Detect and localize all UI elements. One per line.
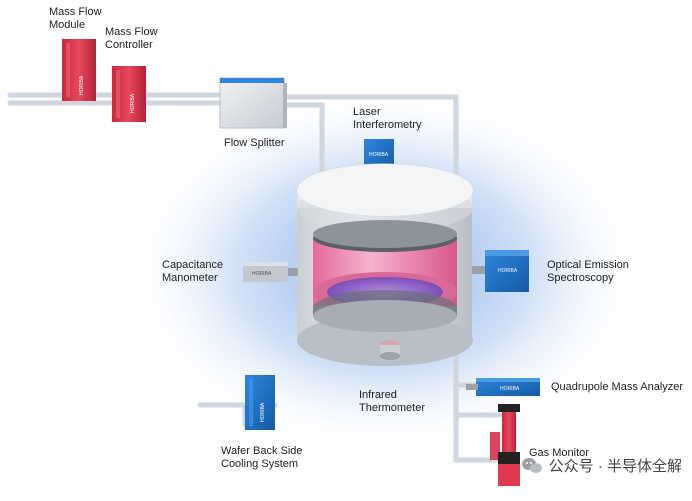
- process-chamber: [296, 163, 474, 366]
- laser-brand: HORIBA: [369, 152, 389, 158]
- flow-splitter-device: [219, 77, 287, 129]
- mass-flow-module-brand: HORIBA: [79, 75, 85, 95]
- label-flow-splitter-text: Flow Splitter: [224, 137, 285, 149]
- label-wafer-back-side: Wafer Back Side Cooling System: [221, 445, 303, 471]
- wechat-icon: [521, 457, 542, 473]
- manometer-brand: HORIBA: [252, 271, 272, 277]
- label-mass-flow-controller-line1: Mass Flow: [105, 26, 158, 38]
- capacitance-manometer-device: HORIBA: [243, 262, 298, 282]
- label-mass-flow-module-line1: Mass Flow: [49, 6, 102, 18]
- gas-monitor-device: [490, 404, 520, 486]
- label-capacitance-manometer: Capacitance Manometer: [162, 259, 223, 285]
- label-infrared-thermometer: Infrared Thermometer: [359, 389, 425, 415]
- label-gas-monitor-text: Gas Monitor: [529, 447, 589, 459]
- label-flow-splitter: Flow Splitter: [224, 137, 285, 150]
- label-mass-flow-controller-line2: Controller: [105, 39, 153, 51]
- cooling-system-device: HORIBA: [245, 375, 275, 430]
- mass-flow-controller-device: HORIBA: [112, 66, 146, 122]
- label-optical-emission: Optical Emission Spectroscopy: [547, 259, 629, 285]
- label-quadrupole-text: Quadrupole Mass Analyzer: [551, 381, 684, 393]
- cooling-brand: HORIBA: [260, 402, 266, 422]
- watermark: 公众号 · 半导体全解: [521, 455, 682, 476]
- label-capacitance-line2: Manometer: [162, 272, 218, 284]
- quadrupole-brand: HORIBA: [500, 386, 520, 392]
- label-laser-line1: Laser: [353, 106, 381, 118]
- watermark-text: 公众号 · 半导体全解: [548, 458, 682, 475]
- label-mass-flow-controller: Mass Flow Controller: [105, 26, 158, 52]
- label-capacitance-line1: Capacitance: [162, 259, 224, 271]
- oes-brand: HORIBA: [498, 268, 518, 274]
- quadrupole-device: HORIBA: [466, 378, 540, 396]
- label-laser-line2: Interferometry: [353, 119, 422, 131]
- label-mass-flow-module: Mass Flow Module: [49, 6, 102, 32]
- mass-flow-controller-brand: HORIBA: [130, 93, 136, 113]
- mass-flow-module-device: HORIBA: [62, 39, 96, 101]
- optical-emission-device: HORIBA: [472, 250, 529, 292]
- label-wafer-line1: Wafer Back Side: [221, 445, 303, 457]
- label-mass-flow-module-line2: Module: [49, 19, 86, 31]
- label-wafer-line2: Cooling System: [221, 458, 299, 470]
- label-infrared-line1: Infrared: [359, 389, 397, 401]
- label-infrared-line2: Thermometer: [359, 402, 426, 414]
- label-gas-monitor: Gas Monitor: [529, 447, 589, 460]
- label-quadrupole: Quadrupole Mass Analyzer: [551, 381, 683, 394]
- label-laser-interferometry: Laser Interferometry: [353, 106, 421, 132]
- label-oes-line1: Optical Emission: [547, 259, 629, 271]
- label-oes-line2: Spectroscopy: [547, 272, 614, 284]
